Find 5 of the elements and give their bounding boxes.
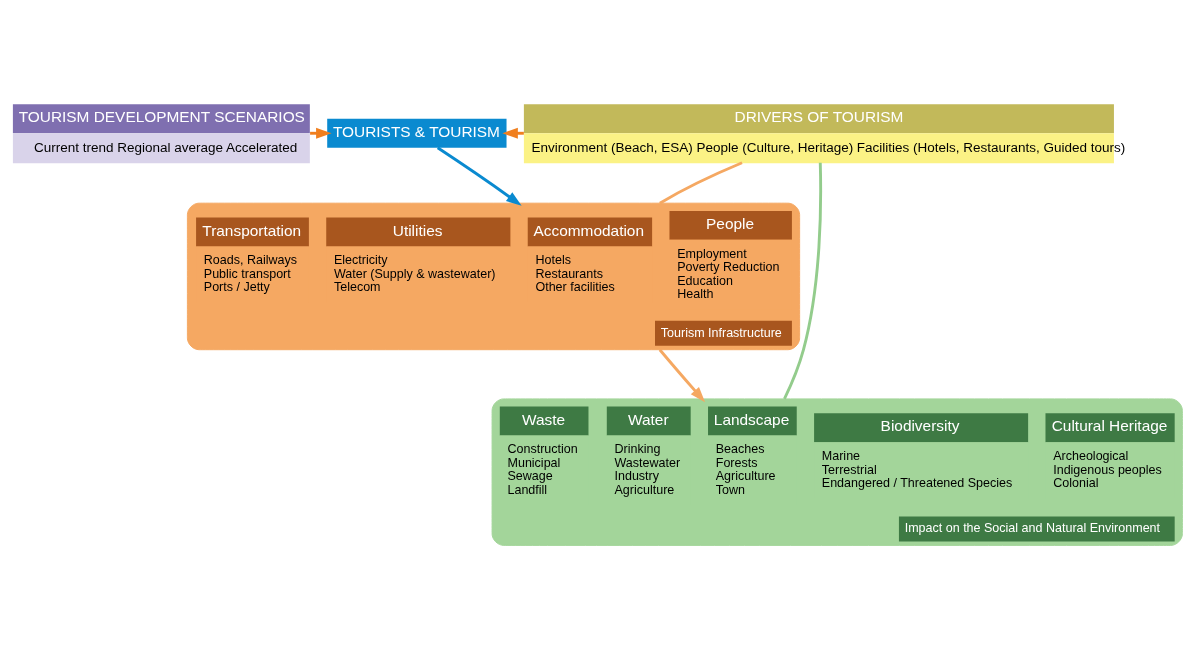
node-box: TOURISTS & TOURISM xyxy=(327,118,507,148)
connector xyxy=(659,161,743,205)
arrow xyxy=(436,146,522,206)
arrow xyxy=(658,348,706,403)
connector xyxy=(783,162,823,400)
